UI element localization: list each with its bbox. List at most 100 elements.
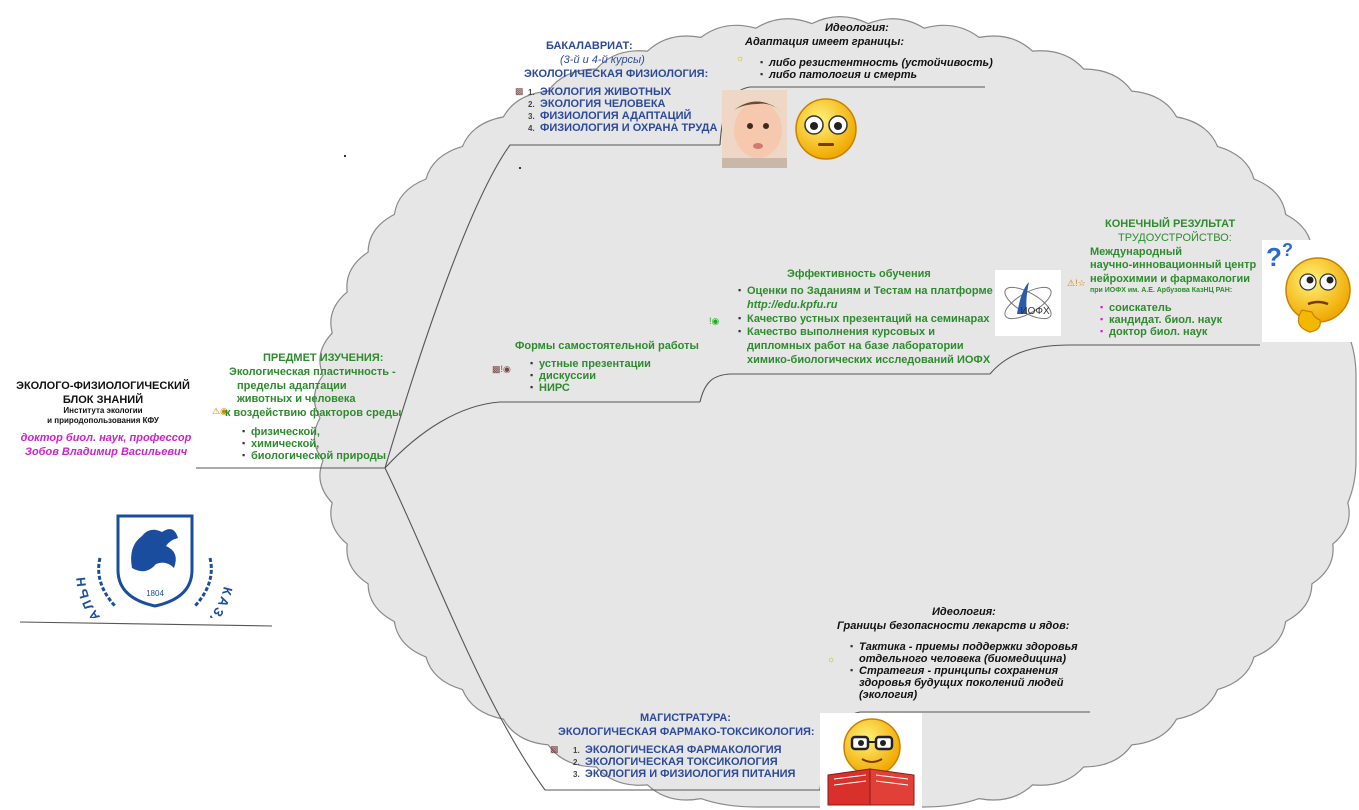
result-list: соискатель кандидат. биол. наук доктор б… xyxy=(1100,302,1222,338)
efficiency-list: Оценки по Заданиям и Тестам на платформе… xyxy=(738,285,993,368)
list-item: доктор биол. наук xyxy=(1100,326,1222,338)
kfu-logo-dragon xyxy=(131,529,178,572)
warning-info-star-icon: ⚠!☆ xyxy=(1067,278,1086,288)
connector-forms-efficiency xyxy=(699,373,990,403)
list-item: кандидат. биол. наук xyxy=(1100,314,1222,326)
tactic-line1: Тактика - приемы поддержки здоровья xyxy=(859,641,1078,653)
baby-photo xyxy=(722,90,787,168)
efficiency-link[interactable]: http://edu.kpfu.ru xyxy=(747,298,838,311)
kfu-logo-laurel-right xyxy=(193,557,213,608)
info-icon: !◉ xyxy=(709,316,720,326)
subject-node: ПРЕДМЕТ ИЗУЧЕНИЯ: Экологическая пластичн… xyxy=(225,352,401,421)
result-line2: научно-инновационный центр xyxy=(1090,259,1257,272)
lightbulb-icon: ☼ xyxy=(827,654,836,664)
subject-heading: ПРЕДМЕТ ИЗУЧЕНИЯ: xyxy=(263,352,384,364)
flushed-emoji-icon xyxy=(795,98,857,160)
book-icon: ▩ xyxy=(550,744,559,754)
list-item: дискуссии xyxy=(530,370,651,382)
result-line3: нейрохимии и фармакологии xyxy=(1090,273,1251,285)
bachelor-node: БАКАЛАВРИАТ: (3-й и 4-й курсы) ЭКОЛОГИЧЕ… xyxy=(520,40,708,81)
center-title-line2: БЛОК ЗНАНИЙ xyxy=(62,393,144,406)
subject-line3: животных и человека xyxy=(237,393,356,406)
efficiency-item1-text: Оценки по Заданиям и Тестам на платформе xyxy=(747,285,993,297)
ideology-bottom-list: Тактика - приемы поддержки здоровья отде… xyxy=(850,641,1078,701)
decorative-dot xyxy=(344,155,346,157)
cloud-shape xyxy=(313,16,1357,808)
svg-text:?: ? xyxy=(1282,240,1293,260)
strategy-line3: (экология) xyxy=(859,689,918,701)
decorative-dot xyxy=(519,167,521,169)
list-item: устные презентации xyxy=(530,358,651,370)
efficiency-item3-line3: химико-биологических исследований ИОФХ xyxy=(747,353,991,366)
list-item: либо патология и смерть xyxy=(760,69,993,81)
reading-emoji-panel xyxy=(820,713,922,808)
list-item: ЭКОЛОГИЯ ЖИВОТНЫХ xyxy=(528,86,717,98)
lightbulb-icon: ☼ xyxy=(736,53,745,63)
center-node xyxy=(6,335,196,483)
connector-logo-underline xyxy=(19,621,273,627)
master-list: ЭКОЛОГИЧЕСКАЯ ФАРМАКОЛОГИЯ ЭКОЛОГИЧЕСКАЯ… xyxy=(573,744,795,780)
thinking-emoji-panel: ? ? xyxy=(1262,240,1356,342)
ideology-top-line: Адаптация имеет границы: xyxy=(745,35,905,48)
result-subheading: ТРУДОУСТРОЙСТВО: xyxy=(1118,231,1232,244)
bachelor-title: ЭКОЛОГИЧЕСКАЯ ФИЗИОЛОГИЯ: xyxy=(524,67,709,80)
list-item: химической, xyxy=(242,438,386,450)
list-item: ЭКОЛОГИЧЕСКАЯ ФАРМАКОЛОГИЯ xyxy=(573,744,795,756)
ideology-top-list: либо резистентность (устойчивость) либо … xyxy=(760,57,993,81)
list-item: ФИЗИОЛОГИЯ АДАПТАЦИЙ xyxy=(528,110,717,122)
baby-face-icon xyxy=(722,90,787,168)
result-node: КОНЕЧНЫЙ РЕЗУЛЬТАТ ТРУДОУСТРОЙСТВО: Межд… xyxy=(1090,218,1256,296)
efficiency-item3-line2: дипломных работ на базе лаборатории xyxy=(747,340,964,352)
list-item: НИРС xyxy=(530,382,651,394)
master-title: ЭКОЛОГИЧЕСКАЯ ФАРМАКО-ТОКСИКОЛОГИЯ: xyxy=(558,725,815,738)
kfu-logo-laurel-left xyxy=(97,557,117,608)
list-item: физической, xyxy=(242,426,386,438)
result-line4: при ИОФХ им. А.Е. Арбузова КазНЦ РАН: xyxy=(1090,286,1233,294)
iofh-logo: ИОФХ xyxy=(995,270,1061,336)
list-item: ЭКОЛОГИЧЕСКАЯ ТОКСИКОЛОГИЯ xyxy=(573,756,795,768)
list-item: ЭКОЛОГИЯ И ФИЗИОЛОГИЯ ПИТАНИЯ xyxy=(573,768,795,780)
ideology-bottom-line: Границы безопасности лекарств и ядов: xyxy=(837,619,1070,632)
efficiency-item3-line1: Качество выполнения курсовых и xyxy=(747,326,935,339)
subject-list: физической, химической, биологической пр… xyxy=(242,426,386,462)
strategy-line1: Стратегия - принципы сохранения xyxy=(859,665,1059,677)
subject-line2: пределы адаптации xyxy=(237,379,347,392)
ideology-bottom-heading: Идеология: xyxy=(932,606,996,618)
warning-info-icon: ⚠◉ xyxy=(212,406,228,416)
center-subtitle-line2: и природопользования КФУ xyxy=(47,416,159,425)
iofh-label: ИОФХ xyxy=(1020,306,1050,317)
center-title: ЭКОЛОГО-ФИЗИОЛОГИЧЕСКИЙ БЛОК ЗНАНИЙ xyxy=(8,380,198,408)
master-node: МАГИСТРАТУРА: ЭКОЛОГИЧЕСКАЯ ФАРМАКО-ТОКС… xyxy=(558,712,815,740)
list-item: ФИЗИОЛОГИЯ И ОХРАНА ТРУДА xyxy=(528,122,717,134)
thinking-emoji-icon: ? ? xyxy=(1266,240,1351,333)
forms-list: устные презентации дискуссии НИРС xyxy=(530,358,651,394)
center-author: доктор биол. наук, профессор Зобов Влади… xyxy=(8,432,204,460)
center-title-line1: ЭКОЛОГО-ФИЗИОЛОГИЧЕСКИЙ xyxy=(16,380,190,392)
list-item: Тактика - приемы поддержки здоровья отде… xyxy=(850,641,1078,665)
bachelor-list: ЭКОЛОГИЯ ЖИВОТНЫХ ЭКОЛОГИЯ ЧЕЛОВЕКА ФИЗИ… xyxy=(528,86,717,134)
strategy-line2: здоровья будущих поколений людей xyxy=(859,677,1064,689)
efficiency-heading: Эффективность обучения xyxy=(787,268,931,280)
book-icon: ▩ xyxy=(515,86,524,96)
reading-emoji-icon xyxy=(827,718,915,806)
ideology-top-heading: Идеология: xyxy=(825,22,889,34)
subject-line1: Экологическая пластичность - xyxy=(229,365,396,378)
ideology-bottom-node: Идеология: Границы безопасности лекарств… xyxy=(837,606,1069,634)
connector-subject-master xyxy=(384,467,820,791)
list-item: либо резистентность (устойчивость) xyxy=(760,57,993,69)
forms-heading: Формы самостоятельной работы xyxy=(515,340,699,352)
bachelor-heading: БАКАЛАВРИАТ: xyxy=(546,40,633,52)
connector-subject-bachelor xyxy=(384,144,720,469)
list-item: ЭКОЛОГИЯ ЧЕЛОВЕКА xyxy=(528,98,717,110)
list-item: Стратегия - принципы сохранения здоровья… xyxy=(850,665,1078,701)
result-heading: КОНЕЧНЫЙ РЕЗУЛЬТАТ xyxy=(1105,218,1236,230)
svg-text:?: ? xyxy=(1266,242,1282,272)
list-item: Качество выполнения курсовых и дипломных… xyxy=(738,326,993,367)
list-item: биологической природы xyxy=(242,450,386,462)
list-item: соискатель xyxy=(1100,302,1222,314)
ideology-top-node: Идеология: Адаптация имеет границы: xyxy=(745,22,904,50)
kfu-logo-year: 1804 xyxy=(146,589,164,598)
list-item: Оценки по Заданиям и Тестам на платформе… xyxy=(738,285,993,313)
atom-icon: ИОФХ xyxy=(1004,282,1052,320)
